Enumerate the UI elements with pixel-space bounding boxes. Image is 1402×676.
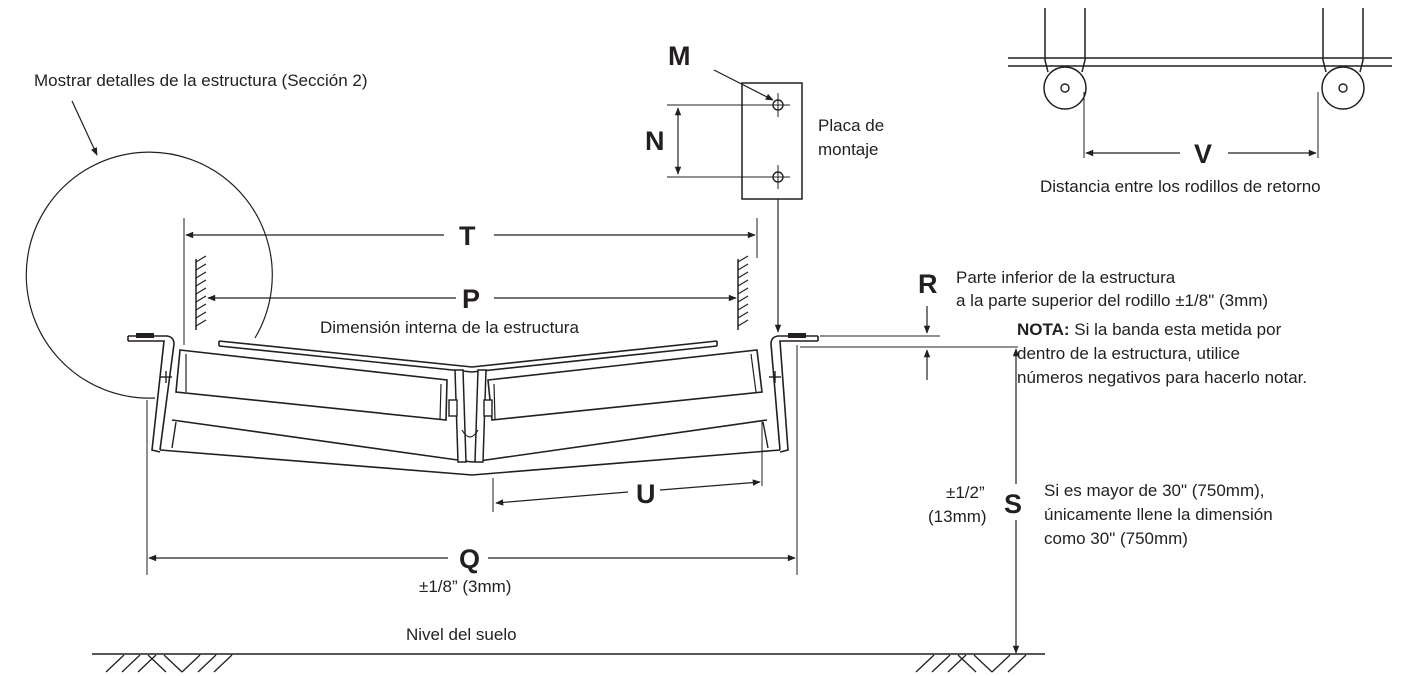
troughing-idler [127, 333, 819, 476]
frame-lower-bar [171, 419, 768, 463]
detail-leader-arrow [71, 100, 98, 156]
label-u: U [636, 479, 656, 509]
s-note-line1: Si es mayor de 30" (750mm), [1044, 481, 1265, 500]
center-bracket-right [474, 369, 487, 463]
mounting-plate [741, 82, 803, 200]
label-r: R [918, 269, 938, 299]
floor-label: Nivel del suelo [406, 625, 517, 644]
s-note-line2: únicamente llene la dimensión [1044, 505, 1273, 524]
structure-detail-callout: Mostrar detalles de la estructura (Secci… [25, 71, 368, 399]
label-s: S [1004, 489, 1022, 519]
internal-dimension-label: Dimensión interna de la estructura [320, 318, 579, 337]
s-note-line3: como 30" (750mm) [1044, 529, 1188, 548]
t-dimension: T [183, 218, 758, 345]
q-dimension: Q ±1/8” (3mm) [146, 345, 798, 596]
floor-line: Nivel del suelo [92, 625, 1045, 673]
m-leader-arrow [713, 69, 774, 101]
note-text: Si la banda esta metida por [1070, 320, 1282, 339]
s-tolerance-line1: ±1/2” [946, 483, 985, 502]
r-description-line1: Parte inferior de la estructura [956, 268, 1176, 287]
conveyor-belt [218, 340, 718, 368]
mounting-plate-label-1: Placa de [818, 116, 884, 135]
left-return-roller [1043, 66, 1087, 110]
r-description-line2: a la parte superior del rodillo ±1/8" (3… [956, 291, 1268, 310]
p-dimension: P Dimensión interna de la estructura [207, 284, 737, 337]
label-p: P [462, 284, 480, 314]
right-frame-leg [770, 335, 818, 451]
left-frame-leg [128, 335, 175, 451]
s-dimension: S ±1/2” (13mm) Si es mayor de 30" (750mm… [928, 348, 1273, 654]
right-roller-bracket [1322, 8, 1327, 73]
return-rollers-label: Distancia entre los rodillos de retorno [1040, 177, 1321, 196]
center-bracket-left [454, 369, 467, 463]
left-bolt-head [136, 333, 154, 338]
r-dimension: R Parte inferior de la estructura a la p… [800, 268, 1307, 387]
label-t: T [459, 221, 476, 251]
left-roller-bracket [1044, 8, 1049, 73]
note-heading: NOTA: [1017, 320, 1070, 339]
label-v: V [1194, 139, 1212, 169]
detail-circle [25, 151, 273, 399]
mounting-plate-detail: M N Placa de montaje [645, 41, 884, 333]
right-bolt-head [788, 333, 806, 338]
label-m: M [668, 41, 691, 71]
label-q: Q [459, 544, 480, 574]
left-wing-roller [175, 349, 448, 421]
r-note-line2: dentro de la estructura, utilice [1017, 344, 1240, 363]
s-tolerance-line2: (13mm) [928, 507, 987, 526]
mounting-plate-label-2: montaje [818, 140, 878, 159]
return-rollers-detail: V Distancia entre los rodillos de retorn… [1008, 8, 1392, 196]
u-dimension: U [492, 420, 763, 512]
structure-details-label: Mostrar detalles de la estructura (Secci… [34, 71, 368, 90]
right-return-roller [1321, 66, 1365, 110]
r-note-line1: NOTA: Si la banda esta metida por [1017, 320, 1282, 339]
structure-walls [195, 255, 749, 330]
q-tolerance: ±1/8” (3mm) [419, 577, 511, 596]
label-n: N [645, 126, 665, 156]
r-note-line3: números negativos para hacerlo notar. [1017, 368, 1307, 387]
